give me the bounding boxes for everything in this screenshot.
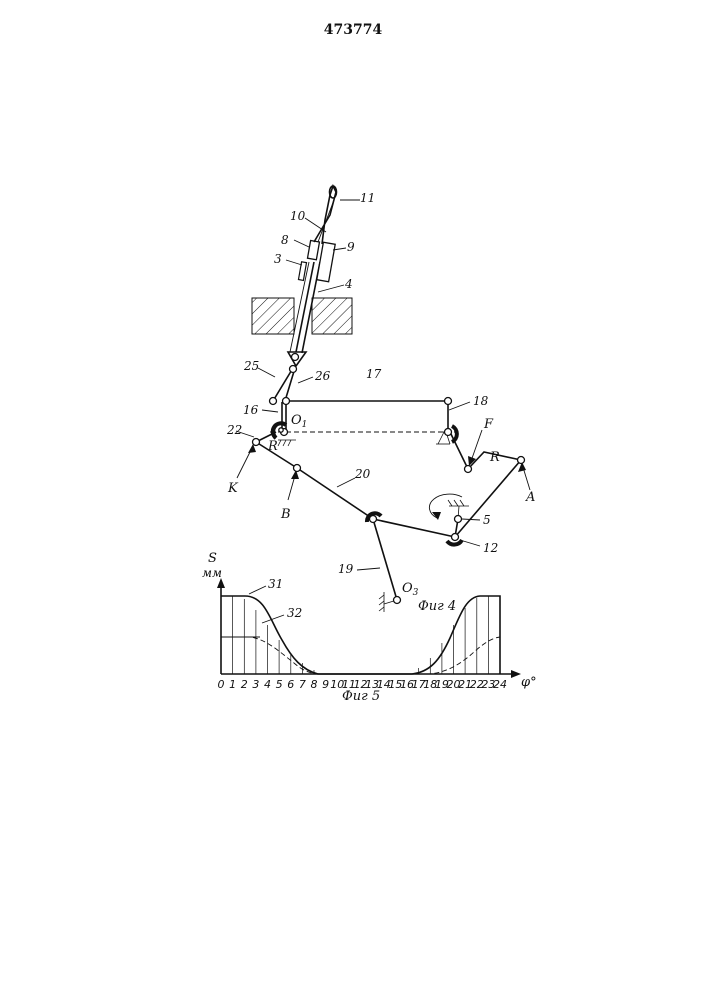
y-axis-label: S	[208, 551, 217, 566]
link-18-f	[450, 432, 468, 469]
pin-25	[270, 398, 277, 405]
x-tick-label: 3	[252, 678, 259, 691]
x-tick-label: 9	[322, 678, 329, 691]
label-3: 3	[274, 252, 282, 266]
x-axis-arrow	[511, 670, 521, 678]
x-tick-label: 6	[287, 678, 294, 691]
pin-26	[290, 366, 297, 373]
pin-20	[370, 516, 377, 523]
x-tick-label: 4	[264, 678, 271, 691]
pin-a	[518, 457, 525, 464]
label-9: 9	[347, 240, 355, 254]
pin-25-26-top	[292, 354, 299, 361]
patent-number: 473774	[324, 22, 383, 38]
label-22: 22	[226, 423, 242, 437]
label-o1: O1	[291, 413, 307, 430]
fig5-diagram: S мм φ° 31 32 01234567891011121314151617…	[202, 551, 537, 704]
link-19	[373, 519, 397, 600]
fig4-mechanism: 11 10 8 9 3 4 25 26 17 18 16 22 20 19 5 …	[226, 186, 535, 614]
label-19: 19	[338, 562, 354, 576]
label-10: 10	[290, 209, 306, 223]
label-r-left: R	[267, 439, 278, 454]
pin-22	[253, 439, 260, 446]
x-tick-label: 2	[241, 678, 248, 691]
label-r-right: R	[489, 450, 500, 465]
label-5: 5	[483, 513, 491, 527]
label-16: 16	[243, 403, 259, 417]
label-25: 25	[243, 359, 259, 373]
label-8: 8	[281, 233, 289, 247]
x-tick-label: 5	[276, 678, 283, 691]
pin-b	[294, 465, 301, 472]
label-k: K	[227, 481, 239, 496]
thread-10-11	[314, 186, 336, 244]
pin-o3	[394, 597, 401, 604]
ground-o1	[278, 440, 296, 446]
pin-17-left	[283, 398, 290, 405]
fig5-caption: Фиг 5	[342, 689, 380, 704]
fig4-caption: Фиг 4	[418, 599, 456, 614]
label-12: 12	[483, 541, 498, 555]
grid-verticals	[221, 596, 500, 674]
link-20-lower	[373, 519, 455, 537]
label-11: 11	[360, 191, 375, 205]
label-o3: O3	[402, 581, 419, 598]
wall-left-hatched	[252, 298, 294, 334]
x-tick-label: 8	[311, 678, 318, 691]
block-9	[317, 242, 335, 282]
x-tick-label: 0	[218, 678, 225, 691]
pin-18-ground	[445, 429, 452, 436]
curve-32	[221, 637, 500, 674]
label-curve-31: 31	[268, 577, 283, 591]
label-curve-32: 32	[287, 606, 302, 620]
label-26: 26	[314, 369, 331, 383]
pin-12	[452, 534, 459, 541]
wall-right-hatched	[312, 298, 352, 334]
pin-o1-inner	[279, 428, 283, 432]
x-tick-label: 7	[299, 678, 306, 691]
label-b: B	[280, 507, 291, 522]
x-tick-label: 1	[229, 678, 236, 691]
pin-18	[445, 398, 452, 405]
pin-f	[465, 466, 472, 473]
label-4: 4	[344, 277, 353, 291]
label-18: 18	[473, 394, 489, 408]
x-axis-label: φ°	[521, 675, 537, 690]
y-axis-unit: мм	[202, 566, 222, 580]
pin-5	[455, 516, 462, 523]
label-17: 17	[366, 367, 382, 381]
label-a: A	[525, 490, 535, 505]
label-20: 20	[354, 467, 371, 481]
block-8	[307, 240, 319, 259]
x-tick-label: 24	[493, 678, 507, 691]
label-f: F	[483, 417, 494, 432]
curve-31	[221, 596, 500, 674]
